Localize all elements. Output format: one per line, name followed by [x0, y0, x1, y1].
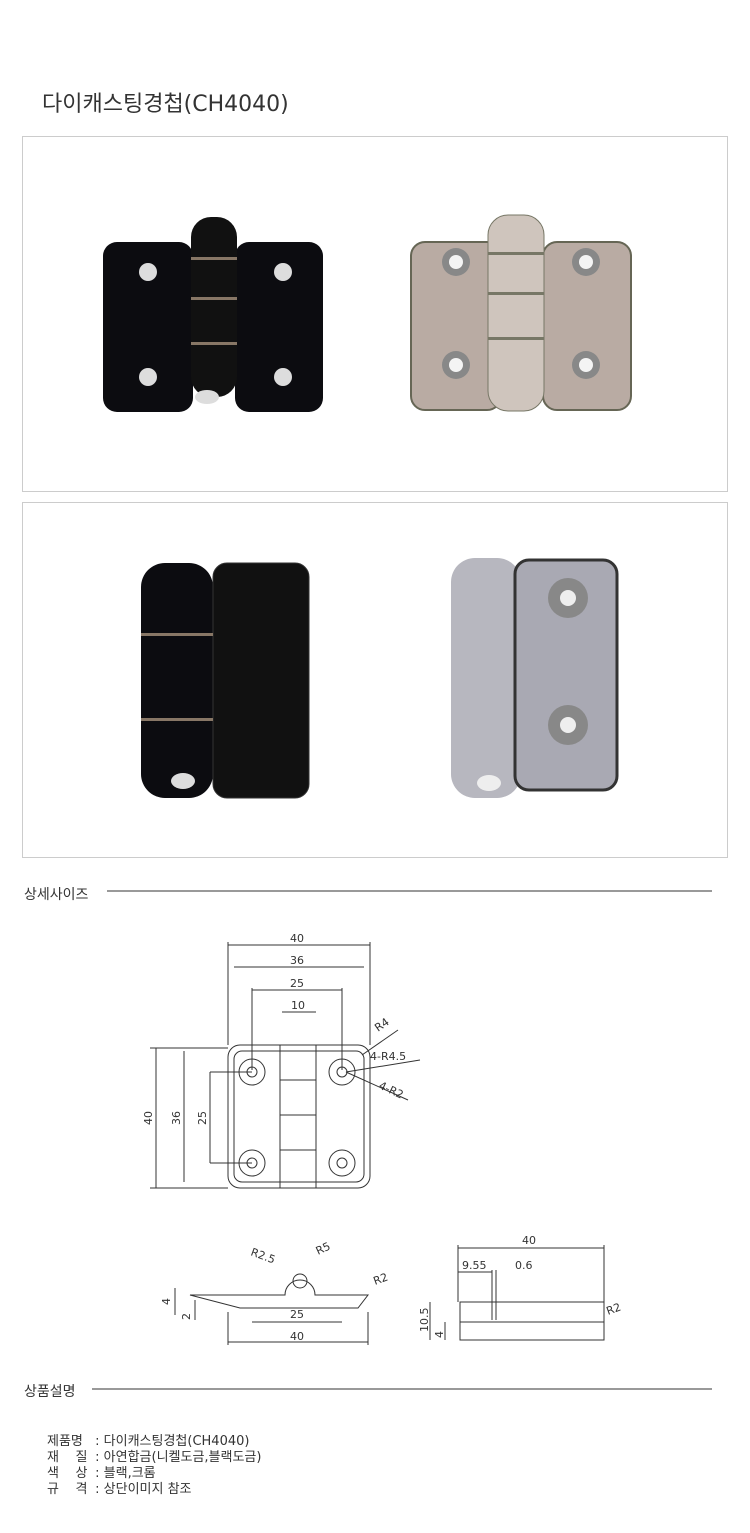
dim-front-h40: 40 — [142, 1111, 155, 1125]
dim-front-r45: 4-R4.5 — [370, 1050, 406, 1063]
dim-side-r5: R5 — [314, 1240, 333, 1258]
page-title: 다이캐스팅경첩(CH4040) — [42, 92, 289, 117]
dim-end-w40: 40 — [522, 1234, 536, 1247]
dim-front-h36: 36 — [170, 1111, 183, 1125]
dim-front-w40: 40 — [290, 932, 304, 945]
section-title-description: 상품설명 — [24, 1384, 76, 1400]
dim-front-r2: 4-R2 — [377, 1079, 406, 1102]
hinge-back-images — [141, 558, 619, 799]
spec-list: 제품명 : 다이캐스팅경첩(CH4040) 재 질 : 아연합금(니켈도금,블랙… — [47, 1434, 261, 1498]
spec-row-color: 색 상 : 블랙,크롬 — [47, 1466, 156, 1481]
spec-row-material: 재 질 : 아연합금(니켈도금,블랙도금) — [47, 1450, 262, 1465]
dim-side-r25: R2.5 — [249, 1246, 277, 1267]
hinge-front-images — [103, 214, 632, 412]
chrome-hinge-back — [451, 558, 619, 798]
dim-front-w10: 10 — [291, 999, 305, 1012]
chrome-hinge-front — [410, 214, 632, 412]
section-title-size: 상세사이즈 — [24, 887, 89, 903]
dimension-drawings: 40 36 25 10 40 36 25 R4 4-R4.5 4-R2 R2.5… — [142, 932, 623, 1345]
dim-side-r2: R2 — [372, 1271, 390, 1288]
black-hinge-back — [141, 562, 310, 799]
section-detail-size: 상세사이즈 — [24, 884, 88, 904]
product-photo-back — [22, 502, 728, 858]
dim-front-h25: 25 — [196, 1111, 209, 1125]
spec-row-size: 규 격 : 상단이미지 참조 — [47, 1482, 192, 1497]
side-view-drawing — [174, 1273, 370, 1345]
dim-front-w25: 25 — [290, 977, 304, 990]
dim-side-w40: 40 — [290, 1330, 304, 1343]
dim-end-h105: 10.5 — [418, 1308, 431, 1333]
dim-end-r2: R2 — [605, 1301, 623, 1318]
dim-front-r4: R4 — [372, 1015, 391, 1034]
black-hinge-front — [103, 217, 323, 412]
spec-row-name: 제품명 : 다이캐스팅경첩(CH4040) — [47, 1434, 250, 1449]
dim-side-w25: 25 — [290, 1308, 304, 1321]
dim-end-h4: 4 — [433, 1331, 446, 1338]
front-view-drawing — [150, 942, 421, 1189]
dim-end-06: 0.6 — [515, 1259, 533, 1272]
dim-end-955: 9.55 — [462, 1259, 487, 1272]
dim-side-t2: 2 — [180, 1313, 193, 1320]
divider — [107, 890, 712, 892]
divider — [92, 1388, 712, 1390]
dim-front-w36: 36 — [290, 954, 304, 967]
end-view-drawing — [429, 1245, 605, 1341]
dim-side-t4: 4 — [160, 1298, 173, 1305]
section-description: 상품설명 — [24, 1381, 76, 1401]
product-photo-front — [22, 136, 728, 492]
